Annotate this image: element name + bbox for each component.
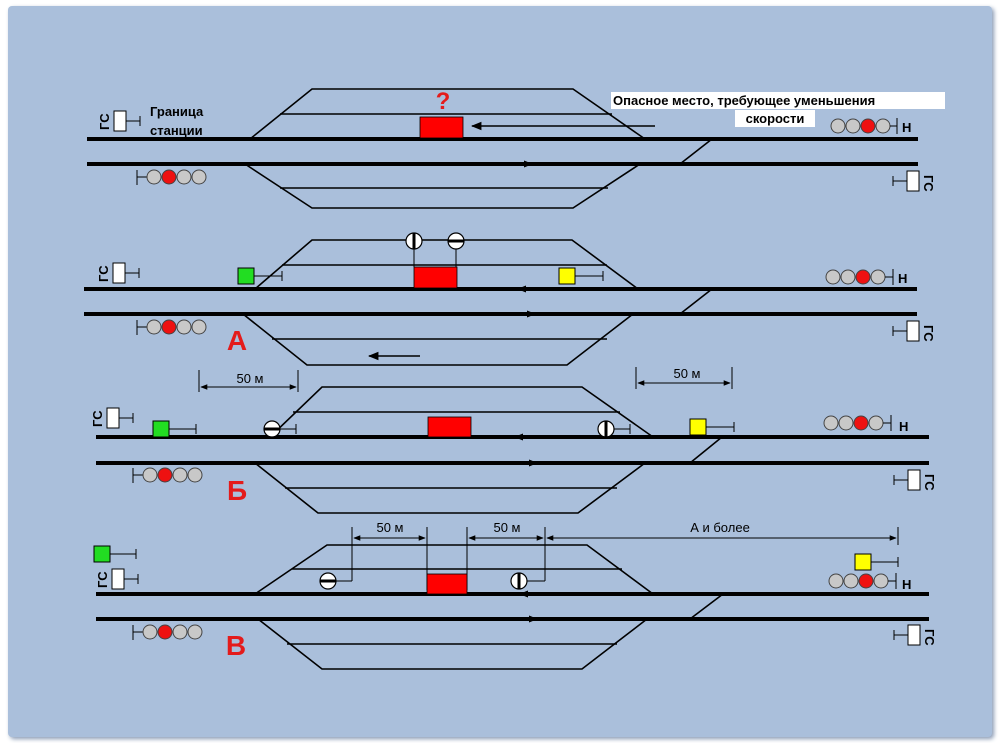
- variant-label: А: [227, 325, 247, 356]
- siding-track: [244, 163, 641, 209]
- danger-label-bg: [611, 92, 945, 109]
- station-border-signal-icon: ГС: [893, 624, 937, 646]
- obstruction-train-icon: [419, 116, 464, 139]
- crossover: [679, 138, 713, 165]
- entrance-signal-icon: [132, 624, 203, 640]
- svg-text:ГС: ГС: [97, 113, 112, 130]
- station-border-signal-icon: ГС: [893, 469, 937, 491]
- section-a: ГС Н ГС А: [84, 232, 936, 366]
- svg-text:ГС: ГС: [96, 265, 111, 282]
- svg-text:Н: Н: [902, 577, 911, 592]
- speed-restriction-sign-icon: [319, 572, 337, 590]
- entrance-signal-icon: Н: [825, 269, 907, 286]
- speed-restriction-sign-icon: [447, 232, 465, 250]
- station-border-signal-icon: ГС: [892, 320, 936, 342]
- distance-label: А и более: [690, 520, 750, 535]
- speed-restriction-sign-icon: [597, 420, 615, 438]
- danger-label: скорости: [746, 111, 805, 126]
- diagram-panel: [8, 6, 992, 737]
- station-border-signal-icon: ГС: [95, 568, 139, 590]
- section-v: 50 м 50 м А и более ГС: [93, 520, 937, 670]
- obstruction-train-icon: [426, 573, 468, 595]
- crossover: [679, 288, 713, 315]
- station-border-signal-icon: ГС: [892, 170, 936, 192]
- entrance-signal-icon: Н: [823, 415, 908, 434]
- crossover: [689, 593, 724, 620]
- entrance-signal-icon: [132, 467, 203, 483]
- yellow-signal-icon: [558, 267, 604, 285]
- green-signal-icon: [93, 545, 137, 563]
- danger-label-bg: [735, 110, 815, 127]
- distance-label: 50 м: [376, 520, 403, 535]
- entrance-signal-icon: [136, 319, 207, 335]
- variant-label: Б: [227, 475, 247, 506]
- svg-text:Н: Н: [899, 419, 908, 434]
- obstruction-train-icon: [427, 416, 472, 438]
- svg-text:ГС: ГС: [922, 474, 937, 491]
- question-mark: ?: [436, 88, 451, 115]
- svg-text:ГС: ГС: [921, 175, 936, 192]
- distance-label: 50 м: [493, 520, 520, 535]
- distance-label: 50 м: [236, 371, 263, 386]
- station-border-signal-icon: ГС: [90, 407, 134, 429]
- danger-label: Опасное место, требующее уменьшения: [613, 93, 875, 108]
- section-top: ? Опасное место, требующее уменьшения ск…: [87, 88, 945, 209]
- svg-text:ГС: ГС: [922, 629, 937, 646]
- obstruction-train-icon: [413, 266, 458, 289]
- station-border-signal-icon: ГС: [96, 262, 140, 284]
- green-signal-icon: [152, 420, 197, 438]
- yellow-signal-icon: [854, 553, 899, 571]
- station-border-label: Граница: [150, 104, 204, 119]
- station-border-label: станции: [150, 123, 203, 138]
- speed-restriction-sign-icon: [263, 420, 281, 438]
- svg-text:ГС: ГС: [95, 571, 110, 588]
- speed-restriction-sign-icon: [405, 232, 423, 250]
- crossover: [689, 436, 723, 464]
- svg-text:Н: Н: [898, 271, 907, 286]
- svg-text:ГС: ГС: [90, 410, 105, 427]
- svg-text:ГС: ГС: [921, 325, 936, 342]
- entrance-signal-icon: Н: [830, 118, 911, 135]
- variant-label: В: [226, 630, 246, 661]
- yellow-signal-icon: [689, 418, 735, 436]
- entrance-signal-icon: [136, 169, 207, 185]
- entrance-signal-icon: Н: [828, 573, 911, 592]
- svg-text:Н: Н: [902, 120, 911, 135]
- section-b: 50 м 50 м ГС: [90, 366, 937, 514]
- speed-restriction-sign-icon: [510, 572, 528, 590]
- station-border-signal-icon: ГС: [97, 110, 141, 132]
- green-signal-icon: [237, 267, 283, 285]
- distance-label: 50 м: [673, 366, 700, 381]
